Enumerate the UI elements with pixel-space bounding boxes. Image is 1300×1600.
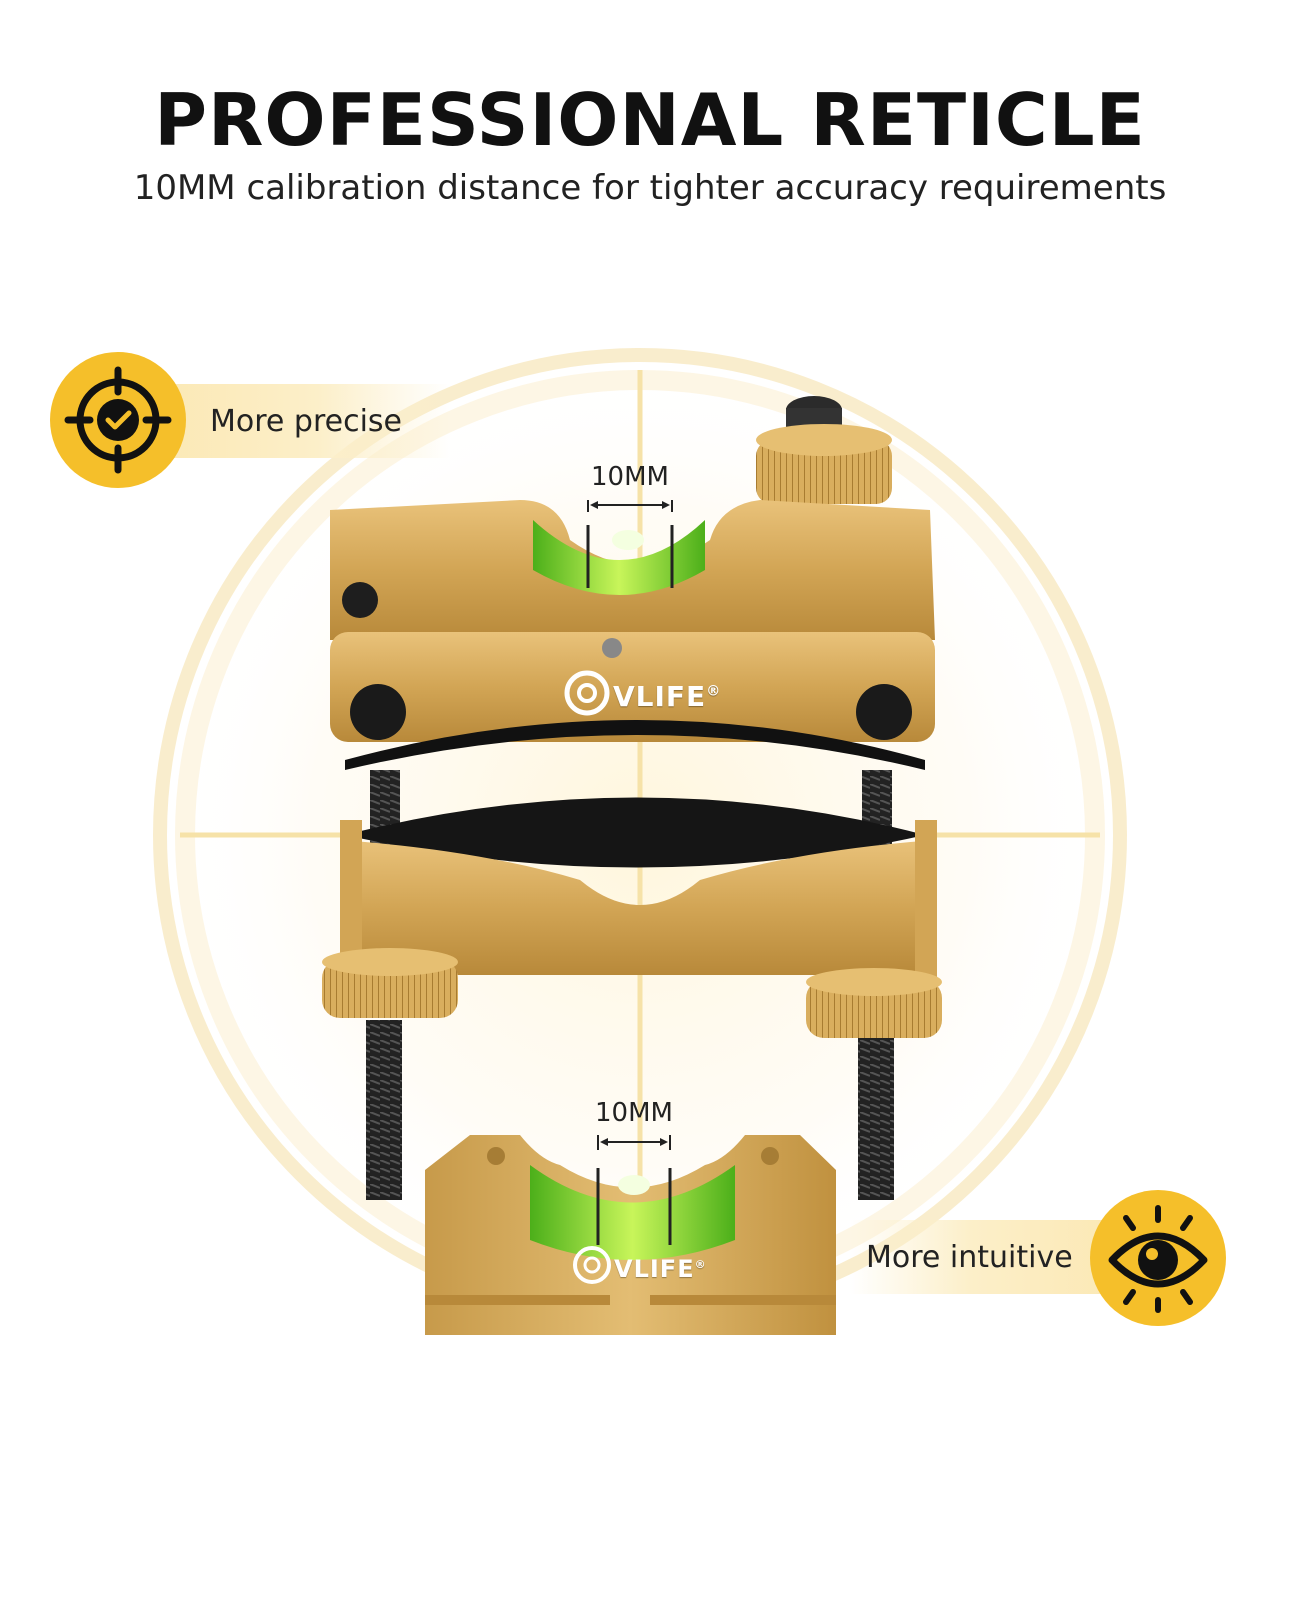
crosshair-check-icon (50, 352, 186, 488)
callout-label-intuitive: More intuitive (866, 1239, 1073, 1275)
bottom-dimension-label: 10MM (595, 1098, 673, 1128)
page-subtitle: 10MM calibration distance for tighter ac… (133, 168, 1167, 208)
eye-icon (1090, 1190, 1226, 1326)
page-title: PROFESSIONAL RETICLE (154, 78, 1146, 162)
lower-clamp-block (340, 797, 937, 980)
top-dimension-label: 10MM (591, 462, 669, 492)
top-adjust-knob (756, 396, 892, 528)
bottom-brand-mark: ® (694, 1258, 707, 1271)
callout-label-precise: More precise (210, 403, 402, 439)
bottom-brand-text: VLIFE (614, 1255, 695, 1283)
top-clamp-block (330, 500, 935, 770)
bottom-brand-logo: VLIFE® (614, 1255, 707, 1283)
lower-adjust-knobs (322, 948, 942, 1038)
bottom-level-unit (425, 1135, 836, 1335)
top-brand-text: VLIFE (613, 680, 707, 713)
top-brand-mark: ® (706, 683, 722, 700)
top-brand-logo: VLIFE® (613, 680, 721, 713)
